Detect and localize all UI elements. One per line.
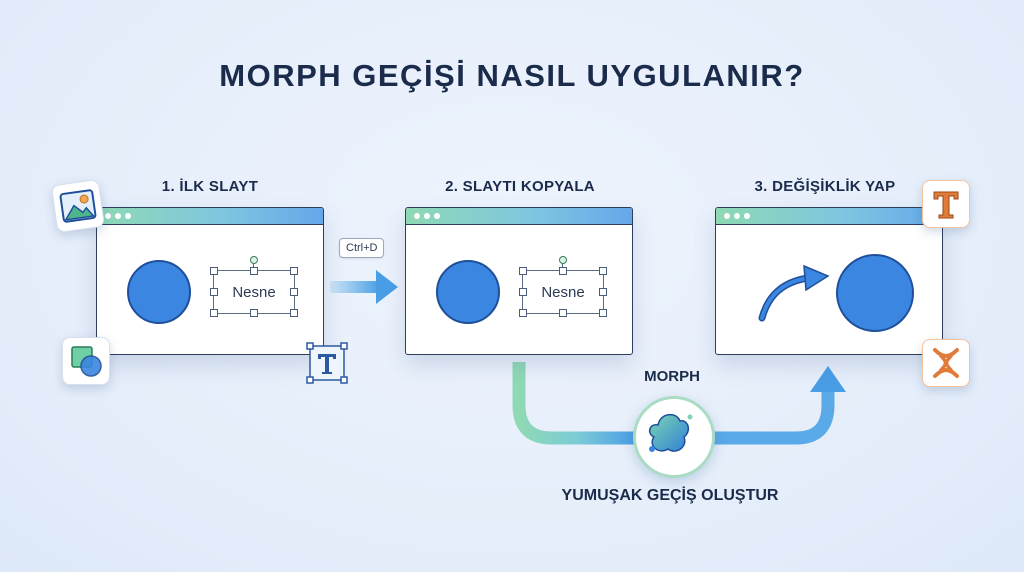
window-dot: [744, 213, 750, 219]
rotation-handle: [250, 256, 258, 264]
window-title-bar: [406, 208, 632, 225]
page-title: MORPH GEÇİŞİ NASIL UYGULANIR?: [219, 58, 805, 93]
slide-window-1: Nesne: [96, 207, 324, 355]
resize-handle: [599, 288, 607, 296]
circle-shape: [436, 260, 500, 324]
morph-path: [512, 362, 846, 445]
window-title-bar: [716, 208, 942, 225]
resize-handle: [559, 267, 567, 275]
textbox-label: Nesne: [232, 283, 276, 301]
resize-handle: [519, 288, 527, 296]
rotation-handle: [559, 256, 567, 264]
slide-window-3: [715, 207, 943, 355]
resize-handle: [290, 267, 298, 275]
step1-label: 1. İLK SLAYT: [161, 178, 259, 195]
resize-handle: [210, 267, 218, 275]
moved-circle-shape: [836, 254, 914, 332]
resize-handle: [210, 288, 218, 296]
circle-shape: [127, 260, 191, 324]
window-dot: [424, 213, 430, 219]
textbox-object: Nesne: [213, 270, 295, 314]
morph-badge: [633, 396, 715, 478]
resize-handle: [290, 309, 298, 317]
step3-label: 3. DEĞİŞİKLİK YAP: [754, 178, 896, 195]
shapes-icon: [62, 337, 110, 385]
window-dot: [115, 213, 121, 219]
window-dot: [724, 213, 730, 219]
slide-window-2: Nesne: [405, 207, 633, 355]
blob-icon: [648, 413, 693, 452]
textbox-label: Nesne: [541, 283, 585, 301]
window-dot: [105, 213, 111, 219]
window-dot: [734, 213, 740, 219]
resize-handle: [250, 309, 258, 317]
text-icon: [922, 180, 970, 228]
morph-icon: [922, 339, 970, 387]
resize-handle: [519, 309, 527, 317]
window-dot: [414, 213, 420, 219]
window-title-bar: [97, 208, 323, 225]
resize-handle: [250, 267, 258, 275]
shortcut-key: Ctrl+D: [339, 238, 385, 258]
text-tool-icon: [306, 342, 348, 384]
resize-handle: [599, 309, 607, 317]
resize-handle: [519, 267, 527, 275]
curved-arrow-icon: [756, 260, 832, 324]
arrow-duplicate: [330, 270, 398, 304]
window-dot: [434, 213, 440, 219]
window-dot: [125, 213, 131, 219]
resize-handle: [290, 288, 298, 296]
textbox-object: Nesne: [522, 270, 604, 314]
caption: YUMUŞAK GEÇİŞ OLUŞTUR: [561, 487, 779, 504]
step2-label: 2. SLAYTI KOPYALA: [445, 178, 595, 195]
image-icon: [50, 178, 106, 234]
resize-handle: [559, 309, 567, 317]
morph-label: MORPH: [644, 368, 700, 385]
resize-handle: [599, 267, 607, 275]
resize-handle: [210, 309, 218, 317]
